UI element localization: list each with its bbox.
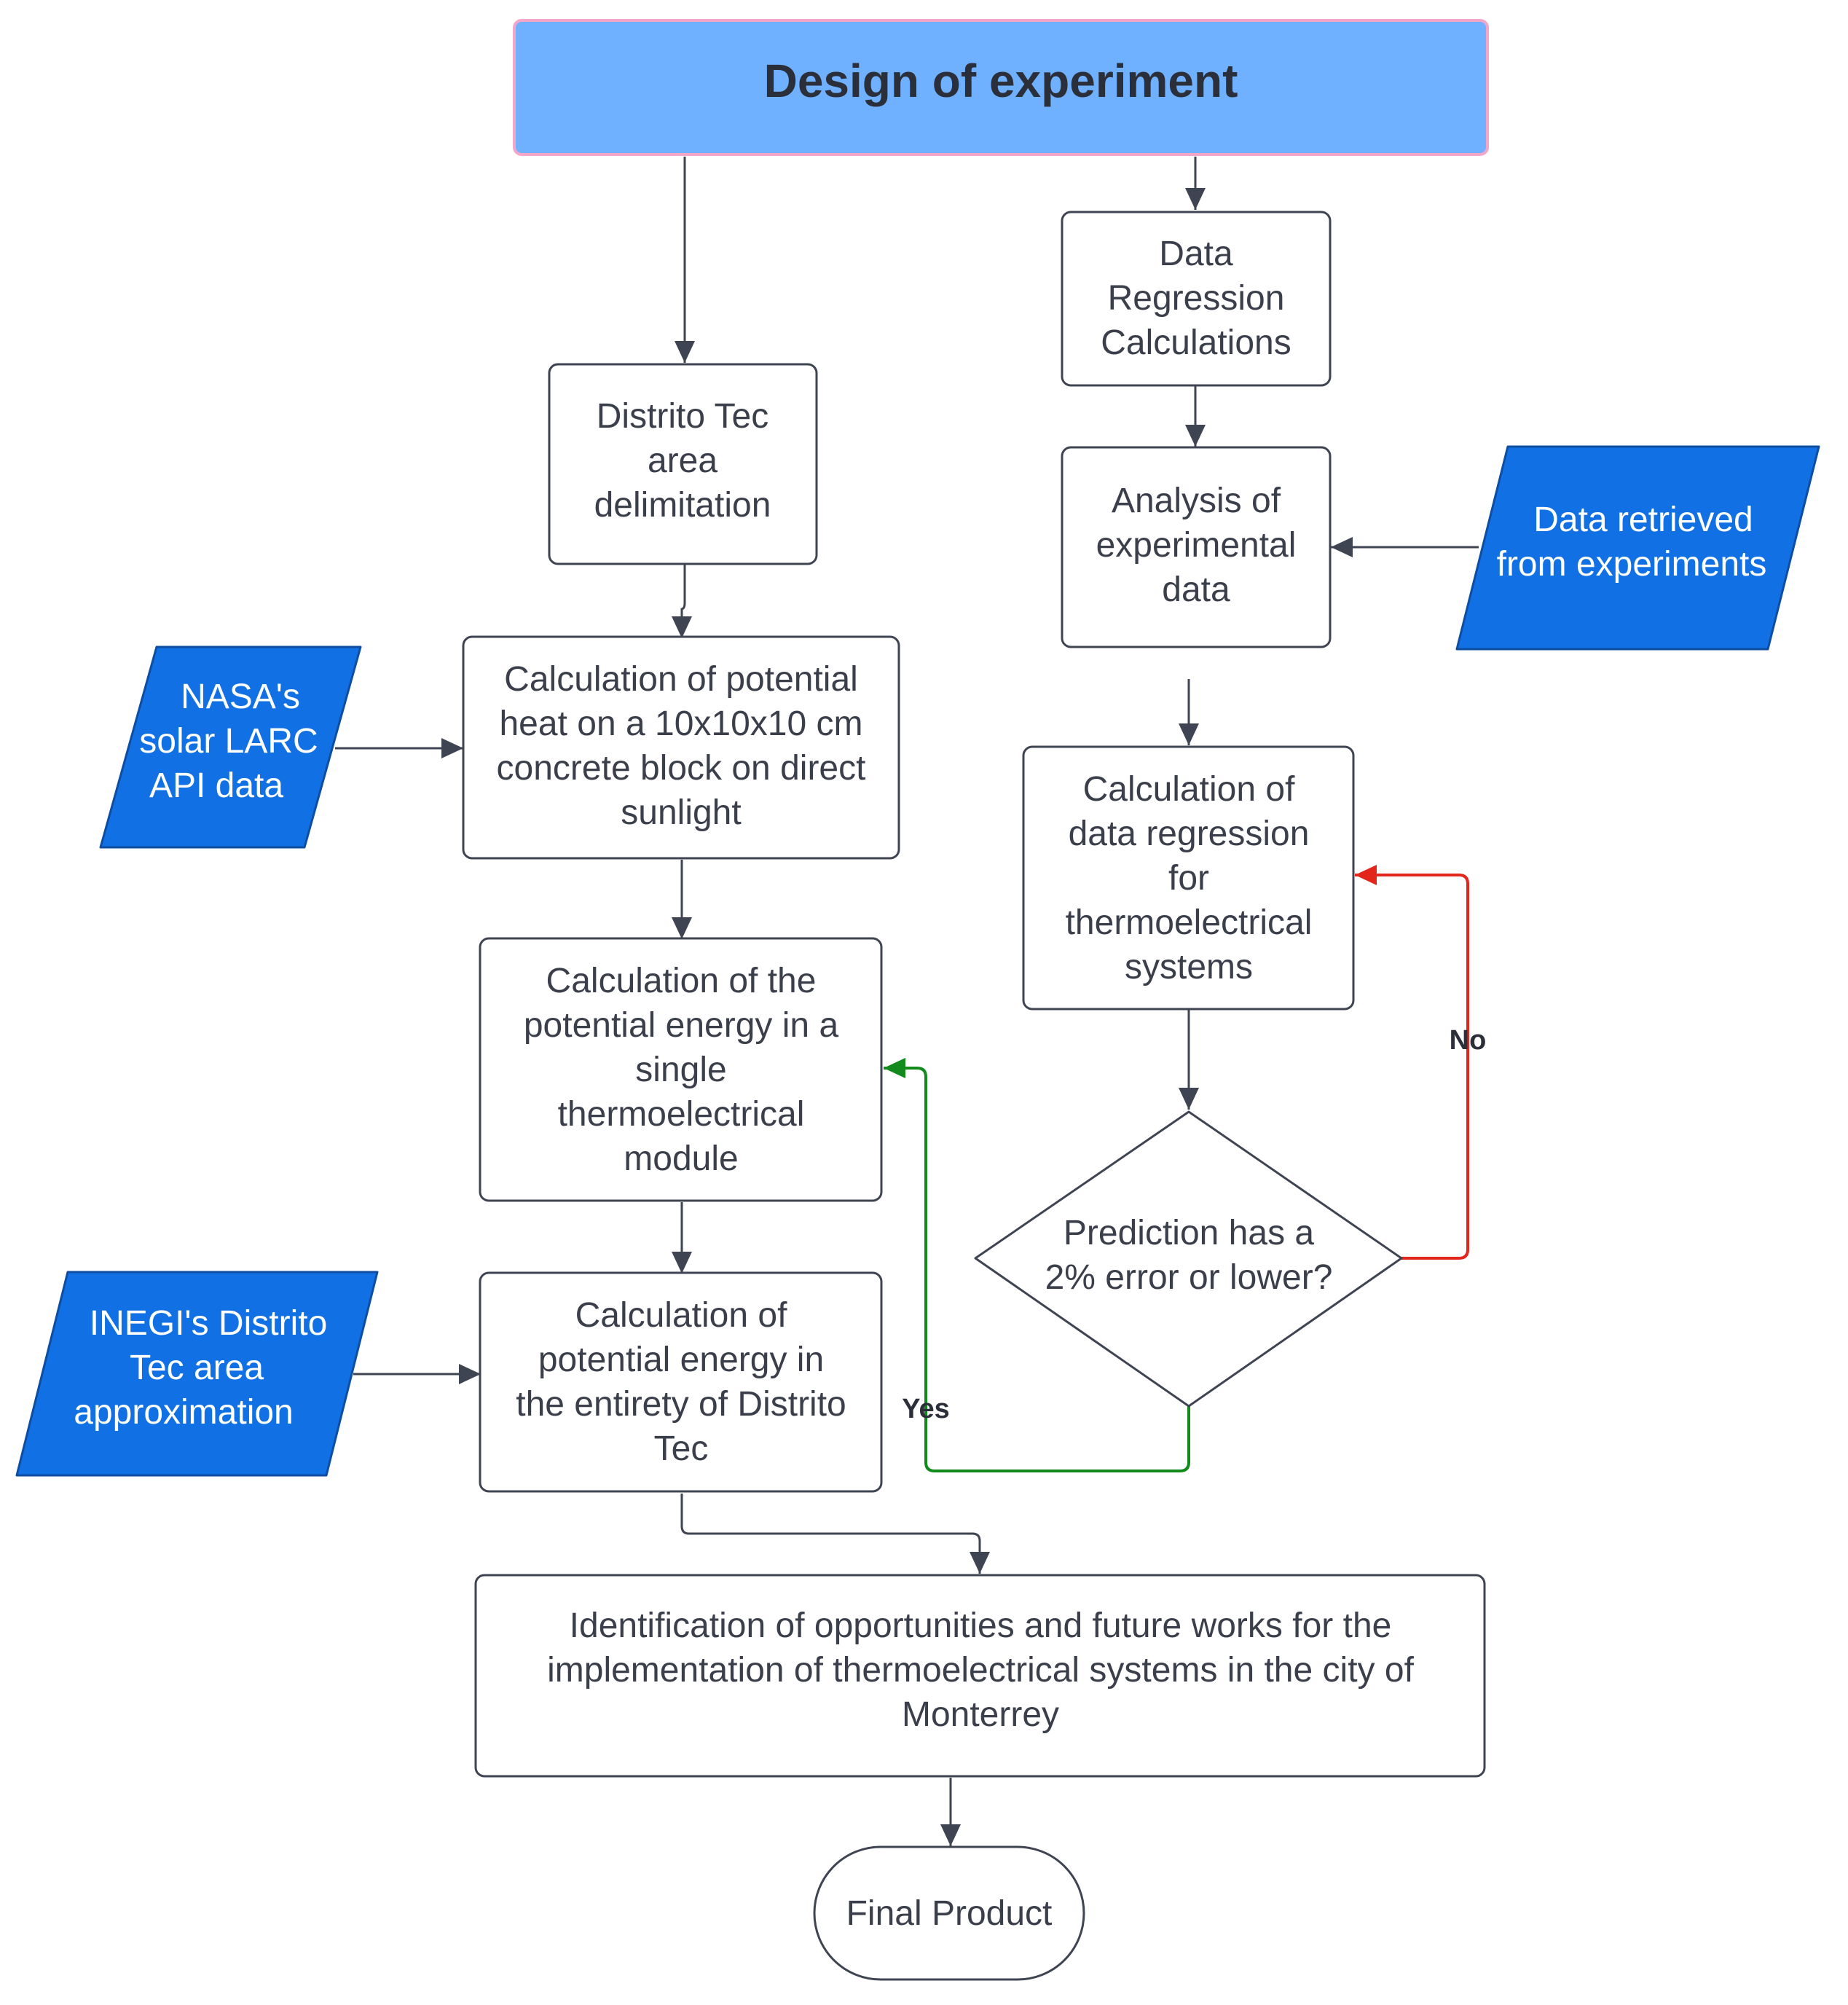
svg-text:Prediction has a2% error or lo: Prediction has a 2% error or lower? [1045,1214,1333,1297]
single-line-2: potential energy in a [524,1006,839,1045]
nasa-line-2: solar LARC [139,722,318,761]
single-line-1: Calculation of the [546,962,817,1000]
edge-distrito-to-heat [680,565,686,637]
arrowhead [1331,537,1353,557]
node-entire-distrito: Calculation of potential energy in the ent… [479,1271,883,1493]
heat-line-4: sunlight [621,793,741,832]
entire-line-1: Calculation of [575,1296,788,1335]
regress-line-2: Regression [1108,279,1285,318]
node-calc-regression: Calculation of data regression for thermoel… [1022,745,1355,1011]
arrowhead [1185,188,1206,210]
edge-decision-no [1355,874,1469,1260]
arrowhead [1179,723,1199,745]
arrowhead [672,1252,692,1274]
inegi-line-3: approximation [74,1393,294,1432]
ident-line-2: implementation of thermoelectrical syste… [547,1651,1414,1690]
single-line-3: single [635,1051,726,1089]
analysis-line-2: experimental [1096,526,1297,565]
analysis-line-3: data [1162,570,1230,609]
single-line-5: module [624,1139,738,1178]
distrito-line-1: Distrito Tec [597,397,769,436]
retrieved-line-1: Data retrieved [1533,501,1753,539]
node-final-product: Final Product [813,1845,1085,1981]
single-line-4: thermoelectrical [558,1095,805,1134]
entire-line-2: potential energy in [538,1341,824,1379]
arrowhead [1185,425,1206,447]
decision-line-1: Prediction has a [1063,1214,1315,1252]
edge-label-yes: Yes [902,1394,950,1424]
calcreg-line-5: systems [1125,948,1253,986]
entire-line-4: Tec [654,1429,709,1468]
edge-decision-yes [884,1067,1190,1472]
regress-line-1: Data [1159,235,1233,273]
arrowhead [441,738,463,758]
arrowhead [884,1058,905,1078]
arrowhead [1355,865,1377,885]
edge-label-no: No [1450,1025,1487,1056]
svg-text:Identification of opportunitie: Identification of opportunities and futu… [547,1606,1414,1734]
inegi-line-1: INEGI's Distrito [90,1304,328,1343]
connectors [335,157,1479,1846]
title-text: Design of experiment [764,55,1238,107]
regress-line-3: Calculations [1101,323,1291,362]
distrito-line-3: delimitation [594,486,771,525]
calcreg-line-2: data regression [1069,815,1310,853]
decision-line-2: 2% error or lower? [1045,1258,1333,1297]
ident-line-3: Monterrey [902,1695,1059,1734]
calcreg-line-4: thermoelectrical [1066,903,1313,942]
heat-line-2: heat on a 10x10x10 cm [499,705,862,743]
arrowhead [459,1364,481,1384]
distrito-line-2: area [648,442,717,480]
heat-line-3: concrete block on direct [497,749,866,788]
ident-line-1: Identification of opportunities and futu… [570,1606,1392,1645]
arrowhead [1179,1088,1199,1110]
title-node: Design of experiment [513,19,1489,156]
input-retrieved-data: Data retrieved from experiments [1455,445,1820,651]
arrowhead [672,917,692,939]
nasa-line-1: NASA's [181,678,300,716]
calcreg-line-3: for [1168,859,1209,898]
node-single-module: Calculation of the potential energy in a s… [479,937,883,1202]
arrowhead [675,341,695,363]
heat-line-1: Calculation of potential [504,660,858,699]
node-analysis: Analysis of experimental data [1061,446,1332,648]
edge-entire-to-ident [680,1494,981,1574]
node-distrito-delimitation: Distrito Tec area delimitation [548,363,818,565]
node-decision: Prediction has a 2% error or lower? [974,1110,1403,1408]
analysis-line-1: Analysis of [1112,482,1281,520]
input-nasa-data: NASA's solar LARC API data [99,646,362,849]
arrowhead [940,1824,961,1846]
inegi-line-2: Tec area [130,1349,264,1387]
nasa-line-3: API data [149,766,283,805]
entire-line-3: the entirety of Distrito [516,1385,846,1424]
node-heat-calculation: Calculation of potential heat on a 10x10x… [462,635,900,860]
node-identification: Identification of opportunities and futu… [474,1574,1486,1778]
calcreg-line-1: Calculation of [1083,770,1296,809]
final-text: Final Product [846,1894,1053,1933]
retrieved-line-2: from experiments [1497,545,1767,584]
arrowhead [970,1552,990,1574]
arrowhead [672,616,692,638]
